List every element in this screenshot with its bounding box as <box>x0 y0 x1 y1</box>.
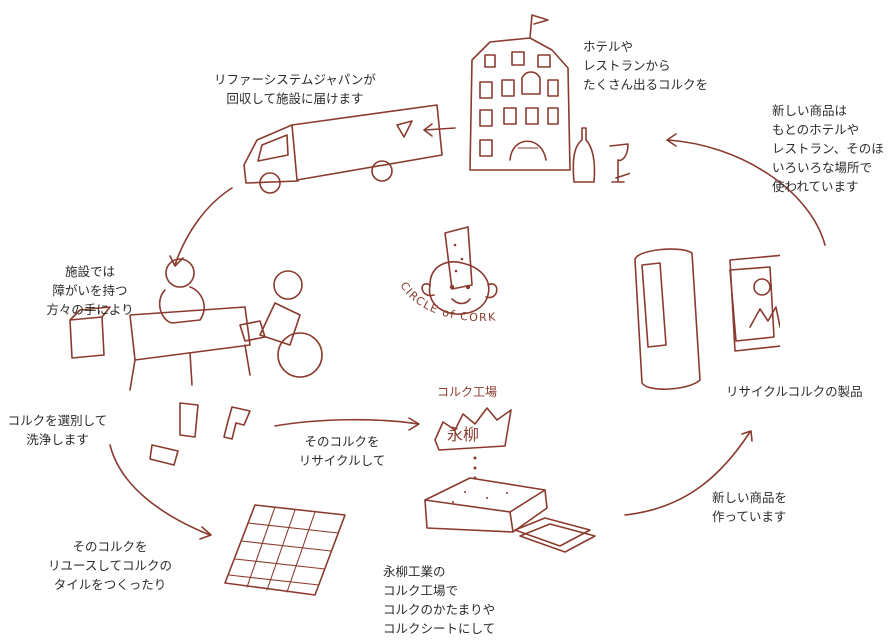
caption-line: そのコルクを <box>72 539 148 554</box>
truck-illustration <box>243 104 443 194</box>
svg-text:CIRCLE of CORK: CIRCLE of CORK <box>397 279 497 324</box>
caption-line: 使われています <box>772 179 859 194</box>
caption-line: リサイクルコルクの製品 <box>726 384 863 399</box>
caption-line: コルクシートにして <box>383 621 496 636</box>
caption-line: リファーシステムジャパンが <box>214 72 376 87</box>
caption-line: たくさん出るコルクを <box>583 77 709 92</box>
cork-tiles-illustration <box>224 504 346 596</box>
caption-product-label: リサイクルコルクの製品 <box>726 382 889 401</box>
caption-line: そのコルクを <box>304 434 380 449</box>
caption-line: 永柳工業の <box>383 564 446 579</box>
logo-text-path: CIRCLE of CORK <box>397 279 495 324</box>
caption-line: 施設では <box>64 264 115 279</box>
arrow-products-to-hotel <box>667 139 826 246</box>
caption-line: コルクを選別して <box>7 413 108 428</box>
caption-new-products: 新しい商品を 作っています <box>712 488 787 526</box>
caption-line: ホテルや <box>583 39 634 54</box>
caption-sorting: コルクを選別して 洗浄します <box>0 411 115 449</box>
caption-line: 方々の手により <box>46 302 134 317</box>
caption-line: もとのホテルや <box>772 122 860 137</box>
caption-line: リユースしてコルクの <box>47 558 172 573</box>
caption-line: タイルをつくったり <box>53 577 167 592</box>
arrow-sorting-to-tiles <box>109 444 211 536</box>
recycled-products-illustration <box>634 248 780 390</box>
caption-line: 回収して施設に届けます <box>226 91 364 106</box>
caption-truck: リファーシステムジャパンが 回収して施設に届けます <box>190 70 400 108</box>
circle-of-cork-logo <box>421 226 498 315</box>
caption-factory: 永柳工業の コルク工場で コルクのかたまりや コルクシートにして <box>383 562 495 638</box>
caption-hotel: ホテルや レストランから たくさん出るコルクを <box>583 37 708 94</box>
loose-corks-illustration <box>149 402 251 466</box>
caption-line: いろいろな場所で <box>772 160 873 175</box>
caption-line: コルク工場で <box>383 583 459 598</box>
caption-line: レストラン、そのほ <box>772 141 884 156</box>
caption-products-used: 新しい商品は もとのホテルや レストラン、そのほ いろいろな場所で 使われていま… <box>772 101 889 196</box>
caption-recycle: そのコルクを リサイクルして <box>292 432 392 470</box>
caption-line: レストランから <box>583 58 671 73</box>
factory-sign-name: 永柳 <box>447 425 479 444</box>
caption-line: 洗浄します <box>26 432 89 447</box>
facility-illustration <box>69 258 323 391</box>
arrow-sorting-to-factory <box>274 418 419 427</box>
caption-line: 障がいを持つ <box>52 283 128 298</box>
arrow-truck-to-facility <box>174 187 233 266</box>
arrow-factory-to-products <box>624 431 751 516</box>
caption-line: 新しい商品を <box>712 490 788 505</box>
caption-line: リサイクルして <box>298 453 386 468</box>
factory-sign-title: コルク工場 <box>437 385 497 399</box>
caption-facility: 施設では 障がいを持つ 方々の手により <box>35 262 145 319</box>
caption-line: 作っています <box>712 509 787 524</box>
caption-reuse: そのコルクを リユースしてコルクの タイルをつくったり <box>40 537 180 594</box>
logo-text: CIRCLE of CORK <box>397 279 497 324</box>
caption-line: コルクのかたまりや <box>383 602 496 617</box>
hotel-illustration <box>469 14 630 183</box>
factory-illustration: コルク工場 永柳 <box>424 385 596 553</box>
caption-line: 新しい商品は <box>772 103 848 118</box>
